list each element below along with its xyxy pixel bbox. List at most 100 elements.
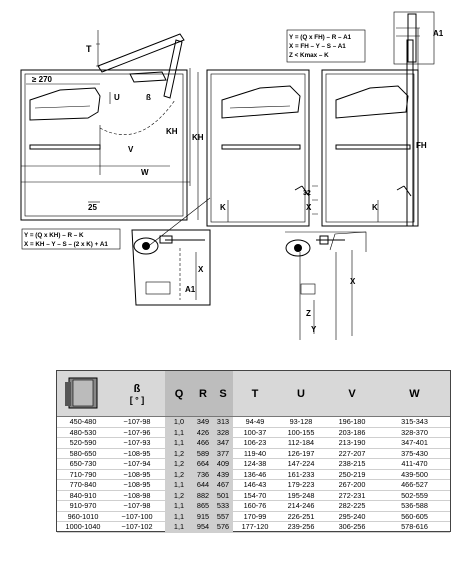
header-w: W — [379, 371, 450, 417]
dim-k-right: K — [372, 203, 378, 212]
dim-z: Z — [306, 309, 311, 318]
table-cell: 147-224 — [277, 458, 325, 470]
header-q: Q — [165, 371, 193, 417]
table-cell: 560-605 — [379, 511, 450, 522]
header-r: R — [193, 371, 213, 417]
table-cell: 238-215 — [325, 458, 379, 470]
table-cell: ~108-98 — [109, 490, 165, 501]
table-cell: 1000-1040 — [57, 521, 109, 533]
table-cell: 536-588 — [379, 500, 450, 512]
table-cell: 328 — [213, 427, 233, 438]
table-cell: 112-184 — [277, 437, 325, 449]
header-beta: ß[ ° ] — [109, 371, 165, 417]
table-cell: 1,2 — [165, 490, 193, 501]
table-cell: 1,2 — [165, 448, 193, 459]
table-cell: 960-1010 — [57, 511, 109, 522]
dim-a1-left: A1 — [185, 285, 196, 294]
dim-a1-top: A1 — [433, 29, 444, 38]
table-cell: 313 — [213, 416, 233, 428]
table-cell: 94-49 — [233, 416, 277, 428]
table-cell: 214-246 — [277, 500, 325, 512]
table-cell: 100-155 — [277, 427, 325, 438]
table-cell: 100-37 — [233, 427, 277, 438]
formula-left-2: X = KH – Y – S – (2 x K) + A1 — [24, 241, 108, 248]
dim-fh: FH — [416, 141, 427, 150]
table-cell: 213-190 — [325, 437, 379, 449]
table-cell: 1,0 — [165, 416, 193, 428]
table-cell: 347 — [213, 437, 233, 449]
table-cell: 533 — [213, 500, 233, 512]
table-cell: 439 — [213, 469, 233, 480]
table-cell: ~107-94 — [109, 458, 165, 470]
dim-x-mid: X — [306, 203, 312, 212]
table-cell: 1,1 — [165, 500, 193, 512]
table-cell: 161-233 — [277, 469, 325, 480]
header-u: U — [277, 371, 325, 417]
right-cabinet: FH K — [321, 28, 427, 227]
table-cell: 770-840 — [57, 479, 109, 491]
table-cell: 160-76 — [233, 500, 277, 512]
table-cell: 710-790 — [57, 469, 109, 480]
table-cell: 136-46 — [233, 469, 277, 480]
table-cell: 119-40 — [233, 448, 277, 459]
header-t: T — [233, 371, 277, 417]
table-cell: 1,1 — [165, 479, 193, 491]
table-cell: 954 — [193, 521, 213, 533]
table-cell: 154-70 — [233, 490, 277, 501]
table-cell: 915 — [193, 511, 213, 522]
table-cell: 882 — [193, 490, 213, 501]
a1-detail: A1 — [393, 11, 444, 65]
table-cell: 106-23 — [233, 437, 277, 449]
table-cell: ~107-93 — [109, 437, 165, 449]
table-cell: 377 — [213, 448, 233, 459]
table-cell: 736 — [193, 469, 213, 480]
table-cell: 411-470 — [379, 458, 450, 470]
table-cell: ~108-95 — [109, 448, 165, 459]
table-cell: 576 — [213, 521, 233, 533]
table-cell: 375-430 — [379, 448, 450, 459]
table-cell: 227-207 — [325, 448, 379, 459]
table-cell: 520-590 — [57, 437, 109, 449]
table-cell: 226-251 — [277, 511, 325, 522]
table-cell: ~108-95 — [109, 469, 165, 480]
table-cell: 840-910 — [57, 490, 109, 501]
table-cell: 502-559 — [379, 490, 450, 501]
dim-w: W — [141, 168, 149, 177]
table-cell: 239-256 — [277, 521, 325, 533]
table-cell: 1,1 — [165, 427, 193, 438]
table-cell: 349 — [193, 416, 213, 428]
dim-32: 32 — [303, 190, 311, 197]
header-v: V — [325, 371, 379, 417]
cabinet-icon — [65, 377, 98, 409]
left-formula-box: Y = (Q x KH) – R – K X = KH – Y – S – (2… — [21, 228, 121, 250]
header-s: S — [213, 371, 233, 417]
table-cell: 650-730 — [57, 458, 109, 470]
table-cell: 910-970 — [57, 500, 109, 512]
dim-y-mid: Y — [311, 325, 317, 334]
table-cell: 93-128 — [277, 416, 325, 428]
table-cell: 315-343 — [379, 416, 450, 428]
dim-kh: KH — [166, 127, 178, 136]
table-cell: 426 — [193, 427, 213, 438]
table-cell: 195-248 — [277, 490, 325, 501]
table-cell: 580-650 — [57, 448, 109, 459]
table-cell: 272-231 — [325, 490, 379, 501]
dim-t: T — [86, 44, 92, 54]
formula-left-1: Y = (Q x KH) – R – K — [24, 232, 84, 239]
table-cell: 578-616 — [379, 521, 450, 533]
table-cell: 179-223 — [277, 479, 325, 491]
cabinet-icon-header — [57, 371, 109, 417]
table-cell: 1,2 — [165, 469, 193, 480]
table-cell: 170-99 — [233, 511, 277, 522]
technical-drawing: T ≥ 270 U ß KH V W 25 Y = (Q x KH) – R –… — [20, 11, 444, 340]
formula-right-3: Z < Kmax – K — [289, 52, 329, 59]
table-cell: ~107-96 — [109, 427, 165, 438]
table-cell: 664 — [193, 458, 213, 470]
dim-kh-mid: KH — [192, 133, 204, 142]
